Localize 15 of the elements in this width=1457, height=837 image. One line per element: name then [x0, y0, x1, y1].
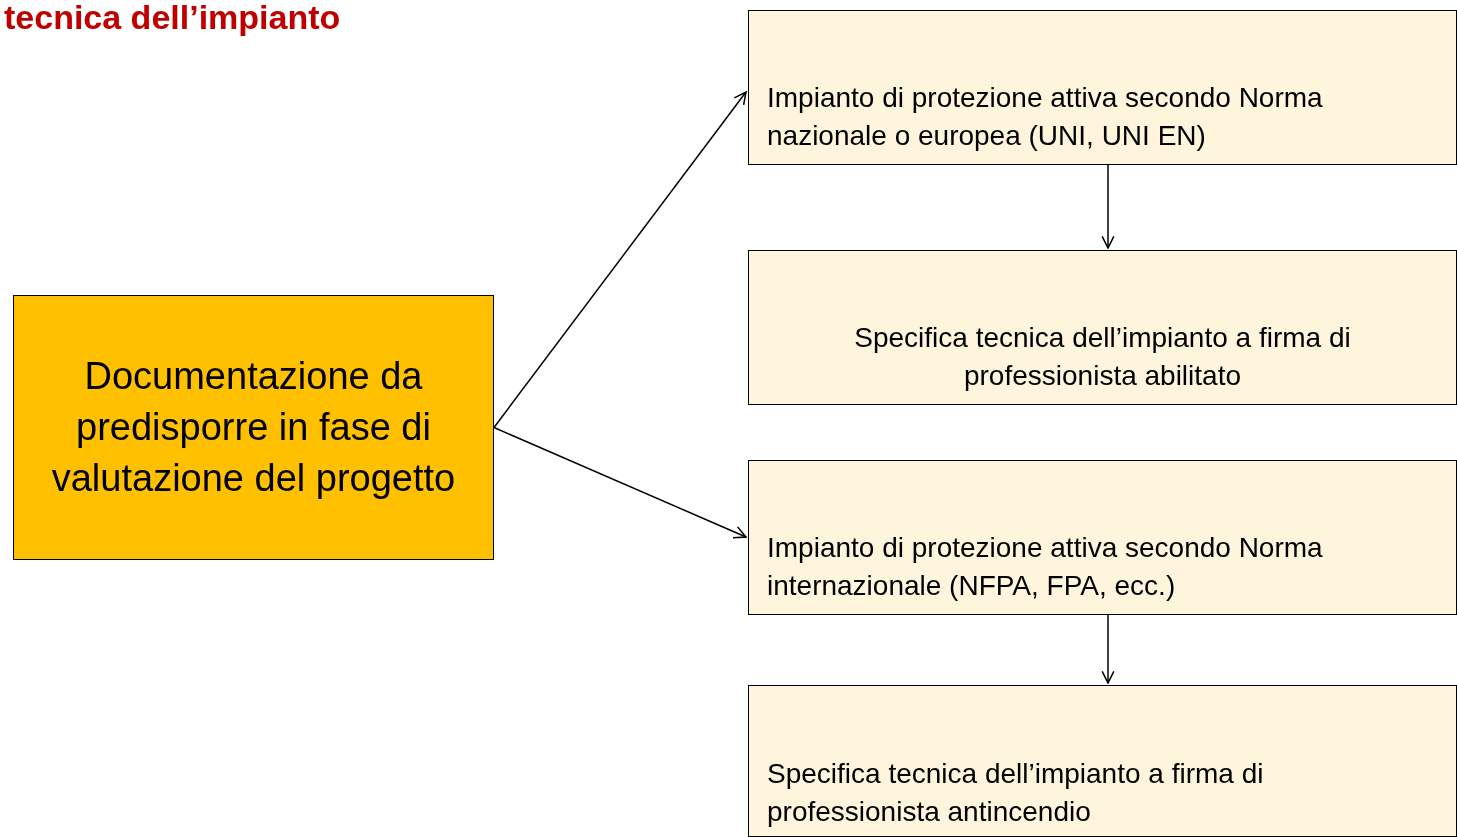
box-text: Impianto di protezione attiva secondo Norma nazionale o europea (UNI, UNI EN): [767, 80, 1324, 154]
box-text: Specifica tecnica dell’impianto a firma di professionista antincendio: [767, 756, 1265, 830]
process-box: [748, 250, 1457, 405]
box-text: Specifica tecnica dell’impianto a firma di professionista abilitato: [853, 320, 1352, 394]
box-text: Impianto di protezione attiva secondo Norma internazionale (NFPA, FPA, ecc.): [767, 530, 1324, 604]
arrow: [493, 91, 747, 429]
process-box: [748, 10, 1457, 165]
process-box: [748, 460, 1457, 615]
process-box: [748, 685, 1457, 837]
arrow: [1101, 164, 1115, 249]
arrow: [493, 426, 747, 539]
arrow: [1101, 614, 1115, 684]
box-text: Documentazione da predisporre in fase di valutazione del progetto: [50, 353, 457, 502]
title: tecnica dell’impianto: [4, 0, 341, 34]
main-box: [13, 295, 494, 560]
